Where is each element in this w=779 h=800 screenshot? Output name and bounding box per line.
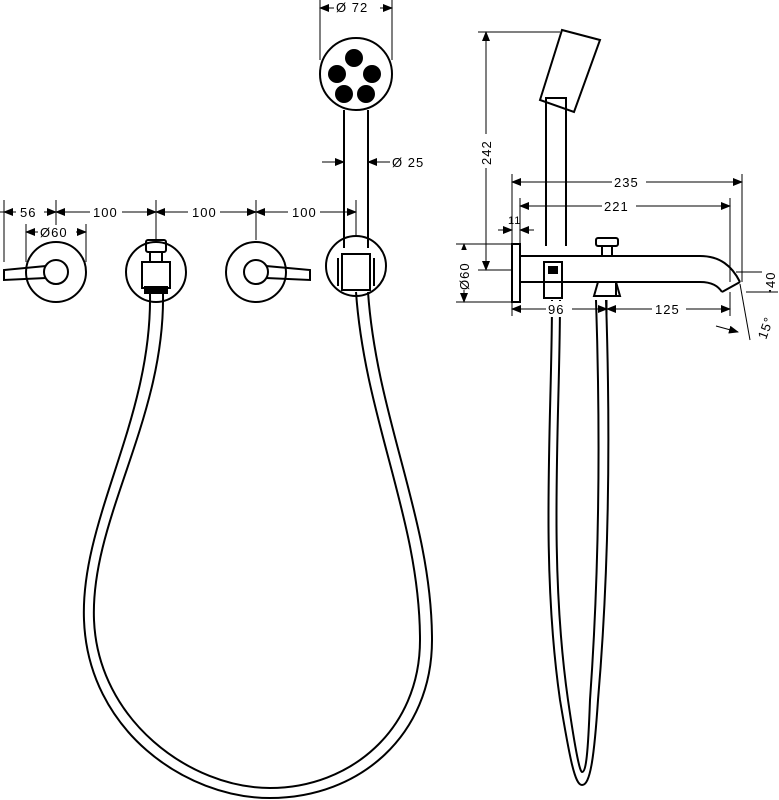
side-holder <box>543 261 563 299</box>
outlet-rosette <box>125 239 187 303</box>
hose-inner <box>82 291 434 800</box>
side-view <box>511 28 741 787</box>
right-handle-rosette <box>225 241 311 303</box>
dim-rosette-diameter: Ø60 <box>40 225 68 240</box>
dim-spout-angle: 15° <box>755 315 777 341</box>
spout-top <box>520 255 741 283</box>
shower-holder-rosette <box>325 235 387 297</box>
dim-spout-overall: 235 <box>614 175 639 190</box>
side-hose-inner <box>555 299 600 774</box>
dim-side-spacing-b: 125 <box>655 302 680 317</box>
spout-outlet <box>721 281 741 293</box>
side-hose-outer <box>547 299 610 787</box>
dim-side-rosette: Ø60 <box>457 262 472 290</box>
side-diverter-knob <box>595 237 619 247</box>
front-dimensions: 56 100 100 100 Ø60 Ø 72 Ø 25 <box>0 0 424 262</box>
dim-spout-length: 221 <box>604 199 629 214</box>
dim-front-offset: 56 <box>20 205 36 220</box>
side-handshower-head <box>538 28 602 114</box>
side-hose-connector <box>592 281 622 297</box>
dim-handshower-diameter: Ø 72 <box>336 0 368 15</box>
dim-outlet-height: 40 <box>763 272 778 288</box>
hose-outer <box>92 291 422 790</box>
dim-spacing-1: 100 <box>93 205 118 220</box>
left-handle-rosette <box>3 241 87 303</box>
dim-handle-diameter: Ø 25 <box>392 155 424 170</box>
dim-side-height: 242 <box>479 140 494 165</box>
dim-spacing-3: 100 <box>292 205 317 220</box>
side-handshower-handle <box>545 97 567 246</box>
front-view <box>3 37 434 800</box>
dim-side-spacing-a: 96 <box>548 302 564 317</box>
hand-shower <box>319 37 393 248</box>
side-dimensions: 242 Ø60 235 221 11 40 <box>456 31 778 341</box>
dim-spacing-2: 100 <box>192 205 217 220</box>
side-wall-plate <box>511 243 521 303</box>
dim-wall-gap: 11 <box>508 215 521 227</box>
spout-bottom <box>520 281 723 293</box>
